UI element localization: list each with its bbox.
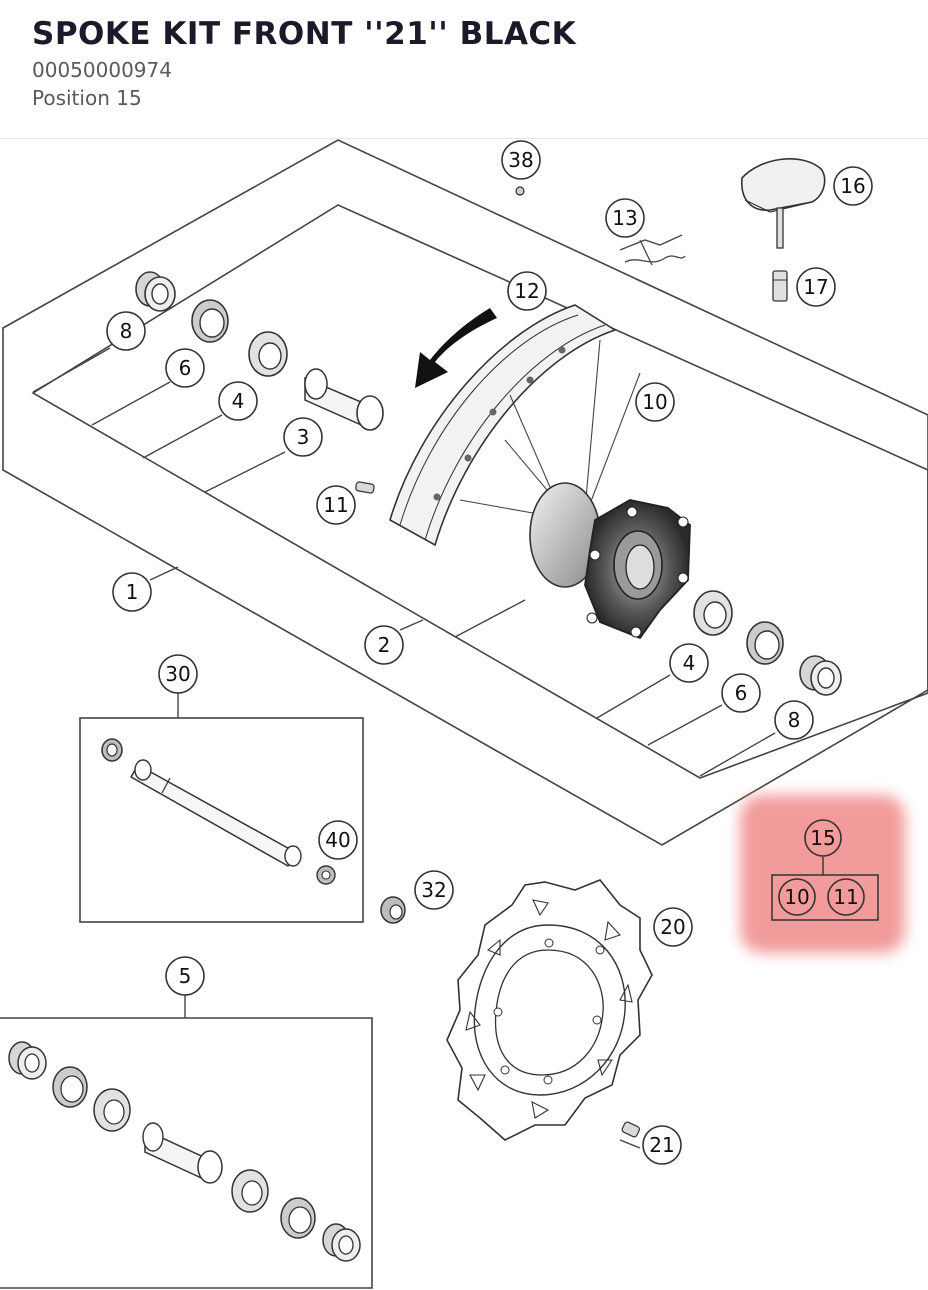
callout-1[interactable]: 1 bbox=[112, 572, 152, 612]
page-title: SPOKE KIT FRONT ''21'' BLACK bbox=[32, 16, 577, 52]
callout-30[interactable]: 30 bbox=[158, 654, 198, 694]
rim-12 bbox=[389, 304, 617, 547]
svg-text:4: 4 bbox=[232, 389, 245, 413]
highlighted-kit-15[interactable]: 15 10 11 bbox=[740, 795, 905, 953]
svg-text:10: 10 bbox=[642, 390, 667, 414]
rim-tape-13 bbox=[619, 234, 686, 266]
callout-15-sub-11[interactable] bbox=[827, 878, 865, 916]
svg-text:13: 13 bbox=[612, 206, 637, 230]
callout-6-top[interactable]: 6 bbox=[165, 348, 205, 388]
svg-text:6: 6 bbox=[179, 356, 192, 380]
direction-arrow-icon bbox=[415, 308, 497, 388]
svg-text:12: 12 bbox=[514, 279, 539, 303]
callout-15-sub-10[interactable] bbox=[778, 878, 816, 916]
svg-text:8: 8 bbox=[788, 708, 801, 732]
svg-text:16: 16 bbox=[840, 174, 865, 198]
callout-32[interactable]: 32 bbox=[414, 870, 454, 910]
diagram-svg: 15 10 11 1 2 3 4 4 5 6 6 8 8 10 11 12 13… bbox=[0, 139, 928, 1289]
callout-17[interactable]: 17 bbox=[796, 267, 836, 307]
svg-text:10: 10 bbox=[784, 885, 809, 909]
svg-text:3: 3 bbox=[297, 425, 310, 449]
nut-17 bbox=[772, 270, 788, 302]
callout-6-bottom[interactable]: 6 bbox=[721, 673, 761, 713]
callout-3[interactable]: 3 bbox=[283, 417, 323, 457]
part-number: 00050000974 bbox=[32, 58, 172, 82]
callout-4-bottom[interactable]: 4 bbox=[669, 643, 709, 683]
rim-lock-16 bbox=[741, 158, 826, 249]
svg-text:15: 15 bbox=[810, 826, 835, 850]
callout-20[interactable]: 20 bbox=[653, 907, 693, 947]
seal-6-top bbox=[191, 299, 229, 343]
nipple-11 bbox=[355, 481, 375, 494]
callout-40[interactable]: 40 bbox=[318, 820, 358, 860]
svg-text:6: 6 bbox=[735, 681, 748, 705]
callout-13[interactable]: 13 bbox=[605, 198, 645, 238]
svg-text:11: 11 bbox=[833, 885, 858, 909]
bearing-4-bottom bbox=[693, 590, 733, 636]
svg-text:21: 21 bbox=[649, 1133, 674, 1157]
svg-text:11: 11 bbox=[323, 493, 348, 517]
callouts: 1 2 3 4 4 5 6 6 8 8 10 11 12 13 16 17 20… bbox=[106, 140, 873, 1165]
seal-6-bottom bbox=[746, 621, 784, 665]
brake-disc-20 bbox=[446, 879, 653, 1141]
callout-16[interactable]: 16 bbox=[833, 166, 873, 206]
svg-text:2: 2 bbox=[378, 633, 391, 657]
svg-text:40: 40 bbox=[325, 828, 350, 852]
svg-text:30: 30 bbox=[165, 662, 190, 686]
bearing-4-top bbox=[248, 331, 288, 377]
hub-2 bbox=[529, 482, 691, 640]
part-38 bbox=[515, 186, 525, 196]
callout-10[interactable]: 10 bbox=[635, 382, 675, 422]
position-label: Position 15 bbox=[32, 86, 142, 110]
svg-text:5: 5 bbox=[179, 964, 192, 988]
bearing-8-bottom bbox=[799, 655, 842, 696]
page-header: SPOKE KIT FRONT ''21'' BLACK 00050000974… bbox=[0, 0, 928, 139]
svg-text:38: 38 bbox=[508, 148, 533, 172]
callout-4-top[interactable]: 4 bbox=[218, 381, 258, 421]
svg-text:4: 4 bbox=[683, 651, 696, 675]
callout-15[interactable] bbox=[804, 819, 842, 857]
svg-text:8: 8 bbox=[120, 319, 133, 343]
callout-11[interactable]: 11 bbox=[316, 485, 356, 525]
axle-box-30 bbox=[79, 717, 364, 923]
bearing-kit-box-5 bbox=[0, 1017, 373, 1289]
exploded-parts-diagram[interactable]: 15 10 11 1 2 3 4 4 5 6 6 8 8 10 11 12 13… bbox=[0, 139, 928, 1290]
svg-text:20: 20 bbox=[660, 915, 685, 939]
leader-lines bbox=[32, 347, 776, 1149]
callout-2[interactable]: 2 bbox=[364, 625, 404, 665]
callout-8-bottom[interactable]: 8 bbox=[774, 700, 814, 740]
wheel-assembly-frame bbox=[2, 139, 928, 846]
callout-38[interactable]: 38 bbox=[501, 140, 541, 180]
bolt-21 bbox=[621, 1121, 640, 1138]
svg-text:17: 17 bbox=[803, 275, 828, 299]
spacer-3 bbox=[304, 368, 384, 431]
spacer-32 bbox=[380, 896, 406, 924]
svg-text:32: 32 bbox=[421, 878, 446, 902]
callout-12[interactable]: 12 bbox=[507, 271, 547, 311]
svg-text:1: 1 bbox=[126, 580, 139, 604]
callout-8-top[interactable]: 8 bbox=[106, 311, 146, 351]
callout-21[interactable]: 21 bbox=[642, 1125, 682, 1165]
callout-5[interactable]: 5 bbox=[165, 956, 205, 996]
bearing-8-top bbox=[135, 271, 176, 312]
